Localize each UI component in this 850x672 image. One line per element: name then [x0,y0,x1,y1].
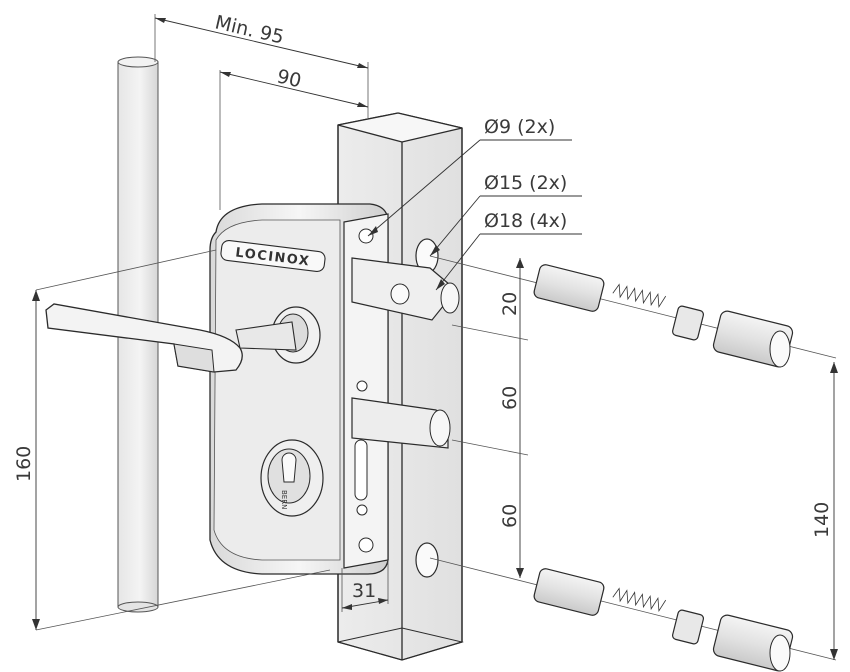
dim-31: 31 [352,580,376,602]
door-handle [45,303,297,373]
dim-d9: Ø9 (2x) [484,116,555,138]
dim-d15: Ø15 (2x) [484,172,567,194]
dim-160: 160 [13,446,35,482]
fixings-upper [429,255,837,368]
cylinder-mark-text: BERN [280,490,288,509]
dimension-lines [32,14,838,660]
fixings-lower [429,557,837,672]
dim-60-upper: 60 [499,386,521,410]
dim-60-lower: 60 [499,504,521,528]
dim-90: 90 [275,65,304,92]
dim-140: 140 [811,502,833,538]
screw-bottom-icon [358,537,374,553]
screw-top-icon [358,228,374,244]
dim-min-95: Min. 95 [213,11,286,48]
dim-d18: Ø18 (4x) [484,210,567,232]
dim-20: 20 [499,292,521,316]
post-hole-lower-icon [415,542,439,578]
cylinder-rose: BERN [260,439,324,517]
